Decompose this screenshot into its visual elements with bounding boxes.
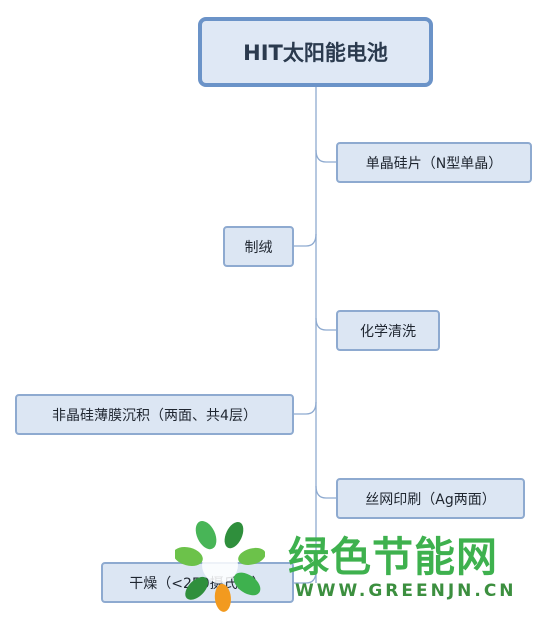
- root-node-hit-solar-cell[interactable]: HIT太阳能电池: [198, 17, 433, 87]
- node-texturing[interactable]: 制绒: [223, 226, 294, 267]
- node-label: 制绒: [244, 239, 273, 256]
- node-label: 丝网印刷（Ag两面）: [365, 491, 496, 508]
- node-label: 单晶硅片（N型单晶）: [365, 155, 503, 172]
- connector-n6: [294, 570, 317, 584]
- connector-n4: [294, 401, 317, 415]
- connector-n2: [294, 233, 317, 247]
- connector-n3: [315, 317, 336, 331]
- connector-n5: [315, 485, 336, 499]
- node-mono-silicon-wafer[interactable]: 单晶硅片（N型单晶）: [336, 142, 532, 183]
- node-screen-printing[interactable]: 丝网印刷（Ag两面）: [336, 478, 525, 519]
- node-chemical-cleaning[interactable]: 化学清洗: [336, 310, 440, 351]
- node-label: 非晶硅薄膜沉积（两面、共4层）: [52, 407, 257, 424]
- root-node-label: HIT太阳能电池: [243, 41, 388, 65]
- watermark-url: WWW.GREENJN.CN: [295, 581, 517, 601]
- connector-n1: [315, 149, 336, 163]
- leaf-ring-icon: [175, 520, 265, 612]
- watermark-title: 绿色节能网: [288, 533, 498, 581]
- watermark-logo: 绿色节能网 WWW.GREENJN.CN: [175, 515, 545, 615]
- node-amorphous-silicon-deposition[interactable]: 非晶硅薄膜沉积（两面、共4层）: [15, 394, 294, 435]
- node-label: 化学清洗: [360, 323, 416, 340]
